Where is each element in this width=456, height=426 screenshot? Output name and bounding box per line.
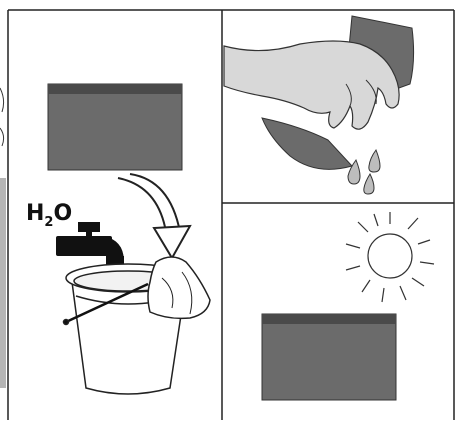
drying-filter bbox=[262, 314, 396, 400]
h2o-h: H bbox=[26, 201, 44, 226]
sun-icon bbox=[346, 212, 434, 302]
h2o-label: H2O bbox=[26, 201, 72, 230]
faucet-icon bbox=[56, 222, 124, 268]
filter-cartridge bbox=[48, 84, 182, 170]
h2o-o: O bbox=[53, 201, 72, 226]
panel-wring bbox=[224, 16, 414, 194]
water-drops-icon bbox=[348, 150, 380, 194]
cloth-icon bbox=[148, 257, 210, 318]
h2o-subscript: 2 bbox=[44, 215, 53, 230]
curved-arrow-icon bbox=[118, 174, 190, 258]
hand-icon bbox=[224, 41, 399, 129]
panel-wash: H2O bbox=[26, 84, 210, 394]
panel-dry bbox=[262, 212, 434, 400]
left-edge-fragment bbox=[0, 88, 6, 388]
